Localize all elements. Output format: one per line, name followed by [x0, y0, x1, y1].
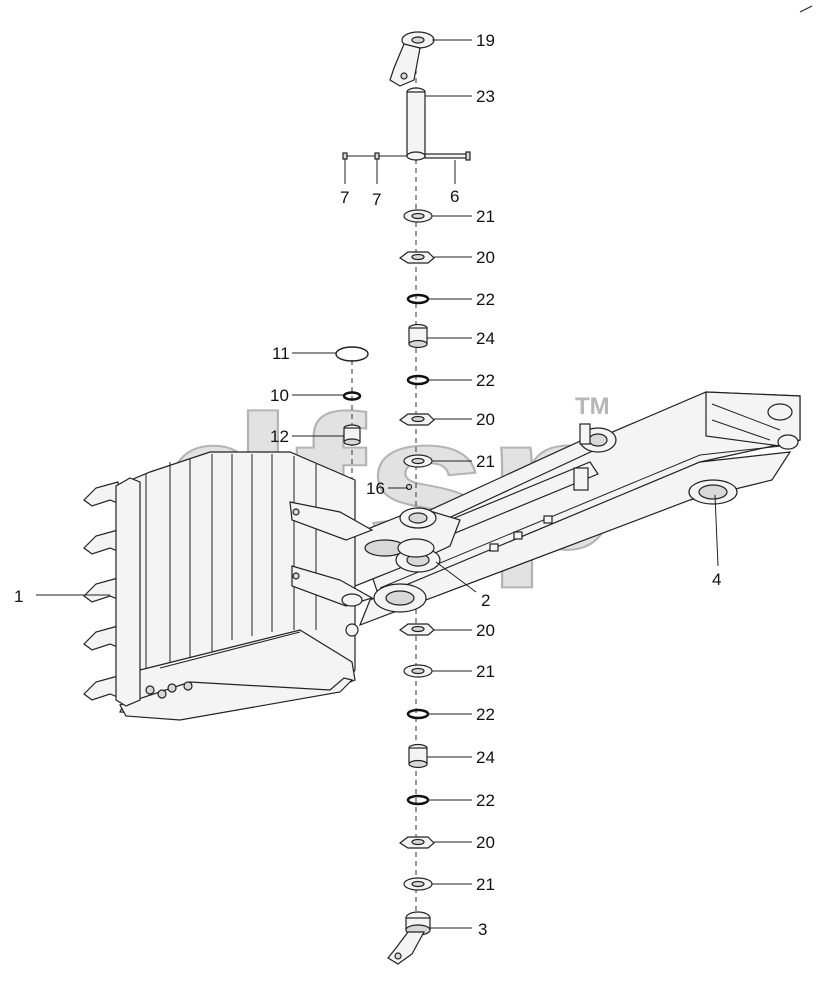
callout-20-b: 20 [476, 410, 495, 429]
callout-20-c: 20 [476, 621, 495, 640]
callout-4: 4 [712, 570, 721, 589]
part-20-shim-a [398, 251, 435, 264]
part-22-oring-d [406, 794, 430, 806]
part-20-shim-b [398, 413, 435, 426]
part-16-grease-fitting [405, 483, 413, 491]
part-20-shim-d [398, 836, 435, 849]
part-24-bushing-b [408, 743, 428, 769]
callout-2: 2 [481, 591, 490, 610]
bucket [83, 451, 374, 721]
callout-23: 23 [476, 87, 495, 106]
watermark-trademark: TM [575, 393, 610, 420]
callout-labels: 19 23 7 7 6 21 20 22 24 22 11 10 20 12 2… [14, 31, 721, 939]
part-21-washer-b [403, 454, 433, 468]
callout-7-left: 7 [340, 188, 349, 207]
leader-lines [36, 39, 719, 929]
part-11-ring [335, 346, 369, 362]
callout-1: 1 [14, 587, 23, 606]
part-22-oring-c [406, 708, 430, 720]
callout-21-b: 21 [476, 452, 495, 471]
callout-22-a: 22 [476, 290, 495, 309]
part-21-washer-a [403, 209, 433, 223]
part-10-oring [342, 391, 362, 401]
part-21-washer-d [403, 877, 433, 891]
part-3-lock-plate [387, 911, 431, 965]
part-22-oring-a [406, 293, 430, 305]
callout-19: 19 [476, 31, 495, 50]
corner-mark [799, 5, 813, 13]
callout-21-c: 21 [476, 662, 495, 681]
callout-7-right: 7 [372, 190, 381, 209]
callout-22-c: 22 [476, 705, 495, 724]
part-23-pin [406, 87, 426, 161]
callout-11: 11 [272, 344, 290, 363]
callout-21-d: 21 [476, 875, 495, 894]
callout-20-d: 20 [476, 833, 495, 852]
callout-24-a: 24 [476, 329, 495, 348]
part-20-shim-c [398, 623, 435, 636]
callout-20-a: 20 [476, 248, 495, 267]
callout-22-d: 22 [476, 791, 495, 810]
callout-24-b: 24 [476, 748, 495, 767]
callout-12: 12 [270, 427, 289, 446]
part-12-bushing [343, 424, 361, 446]
callout-3: 3 [478, 920, 487, 939]
part-6-bolt [424, 151, 471, 161]
callout-6: 6 [450, 187, 459, 206]
assembly-axis [351, 60, 417, 930]
part-24-bushing-a [408, 323, 428, 349]
boom-arm [339, 391, 801, 627]
part-21-washer-c [403, 664, 433, 678]
part-7-cotter [342, 152, 407, 160]
part-19-lock-plate [389, 31, 435, 87]
callout-16: 16 [366, 479, 385, 498]
callout-21-a: 21 [476, 207, 495, 226]
callout-10: 10 [270, 386, 289, 405]
callout-22-b: 22 [476, 371, 495, 390]
